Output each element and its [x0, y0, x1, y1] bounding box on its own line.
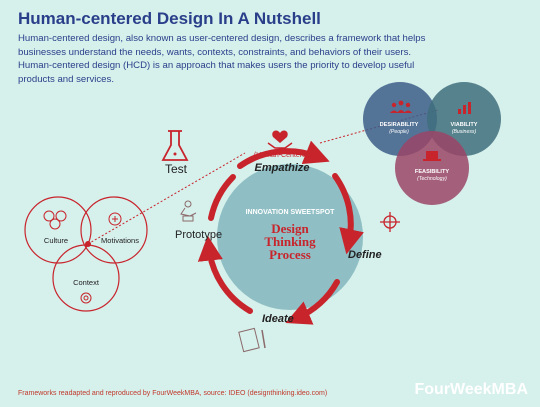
desirability-label: DESIRABILITY — [380, 122, 419, 128]
cycle-arrows — [197, 140, 364, 325]
arrow-ideate-prototype — [197, 235, 253, 314]
viability-sublabel: (Business) — [452, 129, 477, 135]
arrow-empathize-define — [332, 173, 364, 255]
brand-logo: FourWeekMBA — [414, 381, 529, 398]
center-line-1: Design — [271, 221, 309, 236]
feasibility-sublabel: (Technology) — [417, 176, 447, 182]
design-thinking-circle — [217, 164, 363, 310]
step-ideate: Ideate — [262, 313, 294, 325]
desirability-sublabel: (People) — [389, 129, 409, 135]
feasibility-label: FEASIBILITY — [415, 169, 449, 175]
arrow-define-ideate — [285, 279, 340, 325]
laptop-icon — [423, 151, 441, 161]
context-icon — [80, 292, 92, 304]
page-title: Human-centered Design In A Nutshell — [18, 9, 321, 28]
intro-paragraph: Human-centered design, also known as use… — [18, 33, 426, 85]
target-icon — [380, 212, 400, 232]
feasibility-circle — [395, 131, 469, 205]
arrow-test-empathize — [237, 140, 330, 169]
motivation-icon — [108, 212, 122, 226]
people-icon — [390, 100, 412, 113]
left-venn — [24, 196, 148, 312]
chart-icon — [458, 102, 471, 114]
sweetspot-label: INNOVATION SWEETSPOT — [246, 209, 336, 216]
venn-culture-label: Culture — [44, 236, 68, 245]
culture-icon — [43, 210, 67, 230]
paper-pencil-icon — [238, 327, 266, 353]
venn-center-dot — [85, 241, 91, 247]
venn-culture-circle — [24, 196, 92, 264]
venn-motivations-label: Motivations — [101, 236, 139, 245]
venn-motivations-circle — [80, 196, 148, 264]
arrow-prototype-test — [208, 174, 236, 221]
step-prototype: Prototype — [175, 229, 222, 241]
step-empathize: Empathize — [254, 162, 309, 174]
venn-context-label: Context — [73, 278, 100, 287]
human-centered-label: (Human-Centered) — [254, 152, 312, 159]
step-define: Define — [348, 249, 382, 261]
center-line-2: Thinking — [264, 234, 316, 249]
step-test: Test — [165, 162, 188, 176]
flask-icon — [161, 130, 189, 161]
center-line-3: Process — [269, 247, 311, 262]
robot-icon — [180, 200, 197, 222]
footer-credit: Frameworks readapted and reproduced by F… — [18, 390, 328, 397]
heart-hands-icon — [267, 130, 293, 149]
viability-label: VIABILITY — [450, 122, 477, 128]
